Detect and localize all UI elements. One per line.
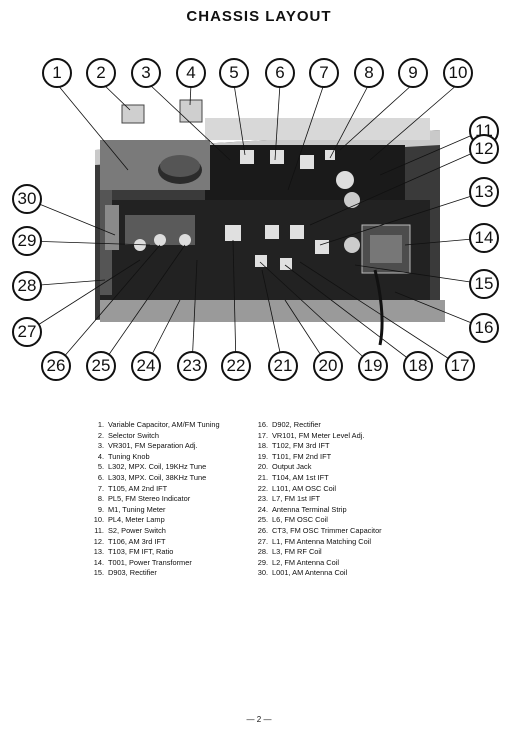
legend-item: 16.D902, Rectifier [257,420,321,429]
chassis-body [95,99,445,346]
legend-item: 25.L6, FM OSC Coil [257,515,328,525]
legend-item: 30.L001, AM Antenna Coil [257,568,348,578]
callout-4: 4 [176,58,206,88]
legend-item: 21.T104, AM 1st IFT [257,472,329,482]
callout-24: 24 [131,351,161,381]
page-title: CHASSIS LAYOUT [186,8,332,25]
callout-15: 15 [469,269,499,299]
callout-12: 12 [469,134,499,164]
callout-7: 7 [309,58,339,88]
callout-20: 20 [313,351,343,381]
legend-item: 18.T102, FM 3rd IFT [257,441,330,451]
legend-item: 7.T105, AM 2nd IFT [97,483,168,493]
legend-item: 11.S2, Power Switch [94,525,166,535]
callout-30: 30 [12,184,42,214]
page-number: — 2 — [246,715,272,724]
legend-item: 23.L7, FM 1st IFT [257,494,321,504]
callout-28: 28 [12,271,42,301]
callout-6: 6 [265,58,295,88]
legend-item: 4.Tuning Knob [97,451,150,461]
legend-left: 1.Variable Capacitor, AM/FM Tuning 2.Sel… [86,420,220,579]
callout-9: 9 [398,58,428,88]
legend-item: 29.L2, FM Antenna Coil [257,557,339,567]
legend-item: 19.T101, FM 2nd IFT [257,451,332,461]
callout-26: 26 [41,351,71,381]
leader-lines [26,83,485,367]
callout-18: 18 [403,351,433,381]
callout-10: 10 [443,58,473,88]
legend-item: 8.PL5, FM Stereo Indicator [97,494,191,504]
legend-item: 10.PL4, Meter Lamp [93,515,165,525]
legend-item: 22.L101, AM OSC Coil [257,483,337,493]
callout-21: 21 [268,351,298,381]
legend-item: 27.L1, FM Antenna Matching Coil [257,536,372,546]
legend-item: 28.L3, FM RF Coil [257,547,322,557]
chassis-photo [26,83,485,367]
callout-14: 14 [469,223,499,253]
legend-item: 17.VR101, FM Meter Level Adj. [257,430,365,440]
callout-13: 13 [469,177,499,207]
legend-item: 13.T103, FM IFT, Ratio [93,547,174,557]
legend-item: 14.T001, Power Transformer [93,557,192,567]
legend-item: 6.L303, MPX. Coil, 38KHz Tune [97,472,207,482]
callout-2: 2 [86,58,116,88]
callout-23: 23 [177,351,207,381]
legend-item: 15.D903, Rectifier [93,568,157,578]
legend-item: 26.CT3, FM OSC Trimmer Capacitor [257,525,382,535]
callout-27: 27 [12,317,42,347]
callout-3: 3 [131,58,161,88]
callout-1: 1 [42,58,72,88]
legend-item: 12.T106, AM 3rd IFT [93,536,166,546]
legend-item: 3.VR301, FM Separation Adj. [97,441,198,451]
legend-item: 2.Selector Switch [97,430,159,440]
callout-29: 29 [12,226,42,256]
callout-16: 16 [469,313,499,343]
legend-item: 1.Variable Capacitor, AM/FM Tuning [97,420,220,429]
callout-5: 5 [219,58,249,88]
callout-19: 19 [358,351,388,381]
legend-item: 9.M1, Tuning Meter [97,504,166,514]
legend-item: 5.L302, MPX. Coil, 19KHz Tune [97,462,207,472]
callout-8: 8 [354,58,384,88]
legend-item: 24.Antenna Terminal Strip [257,504,347,514]
legend-right: 16.D902, Rectifier 17.VR101, FM Meter Le… [250,420,382,579]
callout-25: 25 [86,351,116,381]
callout-17: 17 [445,351,475,381]
legend-item: 20.Output Jack [257,462,312,472]
callout-22: 22 [221,351,251,381]
